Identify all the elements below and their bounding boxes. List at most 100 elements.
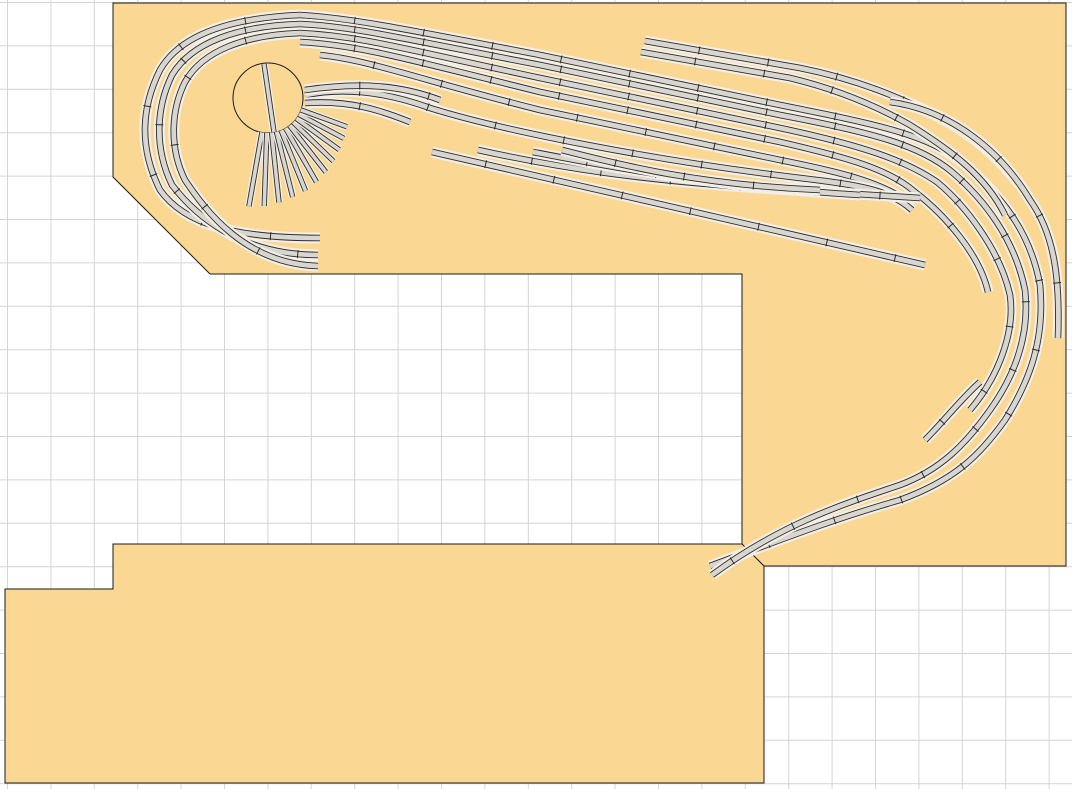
turntable-spur[interactable]: [277, 128, 310, 193]
track-segment[interactable]: [299, 27, 1017, 414]
track-segment[interactable]: [299, 9, 1047, 572]
rail-joint: [143, 104, 152, 108]
rail-joint: [557, 91, 561, 100]
rail-joint: [980, 388, 988, 394]
rail-joint: [1005, 325, 1014, 328]
rail-joint: [489, 75, 493, 84]
turntable-spur[interactable]: [244, 131, 266, 208]
rail-joint: [353, 25, 356, 34]
turntable[interactable]: [232, 62, 349, 208]
turntable-spur[interactable]: [297, 110, 346, 142]
rail-joint: [421, 58, 425, 67]
track-segment[interactable]: [299, 36, 994, 294]
rail-joint: [833, 112, 837, 121]
rail-joint: [694, 120, 698, 129]
rail-inner: [319, 52, 907, 202]
track-segment[interactable]: [304, 96, 413, 128]
rail-joint: [940, 114, 945, 122]
track-stroke: [295, 117, 341, 152]
rail-joint: [422, 28, 425, 37]
rail-joint: [422, 38, 425, 47]
rail-joint: [765, 98, 768, 107]
rail-joint: [951, 152, 958, 160]
track-segment[interactable]: [560, 144, 821, 196]
rail-joint: [256, 247, 261, 255]
track-stroke: [269, 132, 281, 203]
rail-joint: [149, 173, 158, 177]
rail-joint: [353, 16, 356, 25]
rail-joint: [947, 222, 954, 229]
rail-inner: [299, 30, 1014, 412]
rail-joint: [180, 57, 187, 64]
rail-joint: [833, 122, 837, 131]
turntable-spur[interactable]: [293, 115, 342, 153]
track-segment[interactable]: [640, 46, 1010, 218]
turntable-spur[interactable]: [299, 106, 349, 131]
turntable-spur[interactable]: [290, 119, 337, 165]
turntable-spur[interactable]: [267, 132, 283, 203]
rail-joint: [244, 26, 247, 35]
turntable-bridge: [260, 63, 278, 133]
track-segment[interactable]: [319, 49, 909, 205]
rail-joint: [995, 155, 1002, 163]
rail-joint: [626, 106, 629, 115]
rail-joint: [427, 92, 431, 101]
turntable-spur[interactable]: [272, 130, 297, 198]
rail-joint: [712, 142, 716, 151]
rail-joint: [490, 63, 494, 72]
track-segment[interactable]: [299, 18, 1032, 580]
track-stroke: [288, 124, 328, 174]
rail-joint: [559, 65, 563, 74]
track-segment[interactable]: [889, 96, 1064, 339]
rail-inner: [304, 83, 441, 103]
rail-joint: [696, 83, 700, 92]
rail-joint: [184, 74, 192, 81]
rail-joint: [559, 55, 563, 64]
rail-joint: [959, 463, 966, 470]
rail-joint: [575, 113, 579, 122]
track-stroke: [274, 131, 295, 198]
track-stroke: [298, 112, 345, 140]
rail-joint: [614, 159, 617, 168]
rail-joint: [972, 426, 979, 432]
rail-joint: [698, 46, 701, 55]
rail-joint: [1001, 233, 1009, 239]
rail-joint: [757, 222, 760, 231]
track-segment[interactable]: [430, 146, 927, 271]
track-stroke: [262, 132, 269, 206]
rail-joint: [920, 470, 926, 479]
rail-joint: [372, 61, 376, 70]
track-segment[interactable]: [303, 85, 916, 215]
track-layer: [139, 9, 1064, 580]
track-segment[interactable]: [304, 80, 442, 106]
turntable-spur[interactable]: [286, 123, 330, 175]
rail-joint: [628, 79, 631, 88]
rail-joint: [694, 57, 697, 66]
rail-inner: [299, 12, 1044, 569]
rail-joint: [1035, 279, 1044, 282]
rail-joint: [628, 69, 631, 78]
rail-joint: [1004, 411, 1013, 417]
track-segment[interactable]: [921, 377, 984, 444]
rail-joint: [839, 179, 842, 188]
rail-inner: [304, 88, 914, 212]
rail-inner: [171, 30, 319, 269]
rail-joint: [1031, 348, 1040, 352]
rail-joint: [426, 103, 430, 112]
rail-joint: [901, 129, 905, 138]
rail-joint: [993, 256, 1001, 262]
rail-joint: [769, 170, 772, 179]
track-segment[interactable]: [168, 27, 319, 272]
rail-joint: [269, 232, 272, 241]
turntable-spur[interactable]: [260, 132, 271, 207]
rail-joint: [173, 188, 181, 195]
baseboard-lower[interactable]: [4, 543, 765, 784]
rail-joint: [781, 156, 785, 165]
turntable-spur[interactable]: [282, 126, 320, 185]
rail-joint: [938, 418, 946, 425]
turntable-bridge-track[interactable]: [260, 63, 278, 133]
track-stroke: [279, 129, 308, 192]
rail-inner: [299, 39, 991, 293]
rail-joint: [296, 250, 299, 259]
